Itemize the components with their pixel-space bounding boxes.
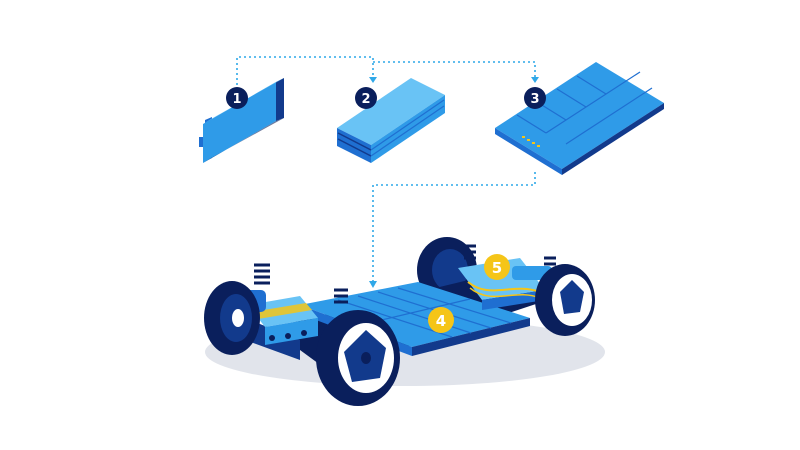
module-number: 2: [361, 92, 370, 107]
pack-number-badge: 3: [524, 87, 546, 109]
front-right-wheel: [316, 310, 400, 406]
rear-right-wheel: [535, 264, 595, 336]
front-right-suspension-spring: [334, 288, 348, 304]
rear-suspension-spring: [464, 244, 476, 260]
connector-arrowheads: [369, 77, 539, 288]
cell-number-badge: 1: [226, 87, 248, 109]
arrowhead-module: [369, 77, 377, 83]
battery-pack-icon: [495, 62, 664, 175]
battery-cell-icon: [199, 78, 284, 163]
cell-number: 1: [232, 92, 241, 107]
rear-right-suspension-spring: [544, 256, 556, 266]
rear-motor-number: 5: [492, 259, 502, 277]
pack-number: 3: [530, 92, 539, 107]
connector-pack-to-chassis: [372, 172, 536, 283]
connector-cell-to-module: [236, 56, 374, 85]
front-left-suspension-spring: [254, 263, 270, 285]
arrowhead-pack: [531, 77, 539, 83]
arrowhead-chassis: [369, 281, 377, 288]
connector-module-to-pack: [373, 61, 536, 78]
floor-battery-number: 4: [436, 312, 446, 330]
battery-module-icon: [337, 78, 445, 163]
floor-battery-number-badge: 4: [428, 307, 454, 333]
front-axle-assembly: [236, 263, 348, 345]
front-left-wheel: [204, 281, 260, 355]
module-number-badge: 2: [355, 87, 377, 109]
connector-lines: [236, 56, 536, 283]
rear-motor-number-badge: 5: [484, 254, 510, 280]
